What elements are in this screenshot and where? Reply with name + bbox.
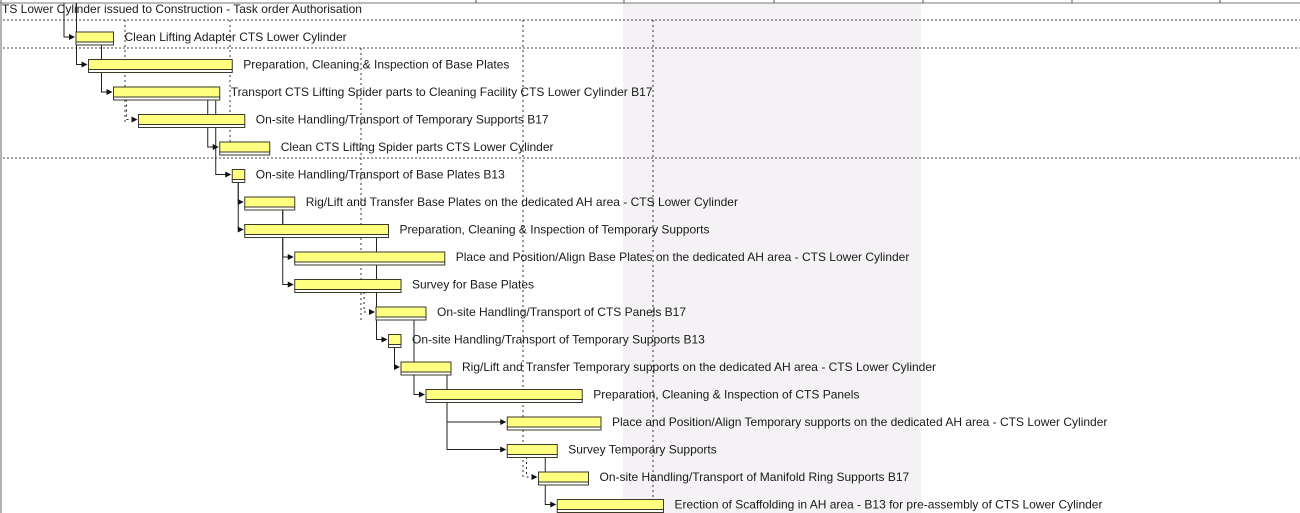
task-row[interactable]: On-site Handling/Transport of Temporary … [388, 333, 706, 348]
arrowhead-icon [287, 254, 294, 260]
task-row[interactable]: On-site Handling/Transport of Manifold R… [538, 470, 910, 486]
task-row[interactable]: Preparation, Cleaning & Inspection of Ba… [88, 58, 510, 73]
task-label: On-site Handling/Transport of Base Plate… [256, 168, 505, 182]
task-bar[interactable] [294, 279, 402, 290]
task-bar[interactable] [556, 499, 664, 510]
dependency-link [446, 373, 506, 450]
task-row[interactable]: Transport CTS Lifting Spider parts to Cl… [113, 85, 653, 101]
task-row[interactable]: Place and Position/Align Temporary suppo… [506, 415, 1107, 431]
task-row[interactable]: On-site Handling/Transport of CTS Panels… [375, 305, 686, 321]
dependency-link [215, 98, 231, 175]
task-row[interactable]: Place and Position/Align Base Plates on … [294, 250, 910, 266]
task-row[interactable]: Preparation, Cleaning & Inspection of Te… [244, 223, 710, 238]
summary-task-label[interactable]: TS Lower Cylinder issued to Construction… [2, 2, 362, 16]
task-bar[interactable] [244, 196, 296, 208]
task-label: Survey Temporary Supports [568, 443, 717, 457]
task-bar[interactable] [75, 31, 114, 43]
task-row[interactable]: Preparation, Cleaning & Inspection of CT… [425, 388, 859, 403]
task-row[interactable]: Survey for Base Plates [294, 278, 534, 293]
task-label: Preparation, Cleaning & Inspection of Ba… [243, 58, 509, 72]
task-label: Clean Lifting Adapter CTS Lower Cylinder [125, 30, 347, 44]
task-bar[interactable] [506, 444, 558, 455]
task-row[interactable]: Rig/Lift and Transfer Base Plates on the… [244, 195, 738, 211]
task-label: On-site Handling/Transport of CTS Panels… [437, 305, 686, 319]
task-label: Preparation, Cleaning & Inspection of CT… [593, 388, 859, 402]
dependency-link [237, 180, 243, 203]
task-label: Erection of Scaffolding in AH area - B13… [675, 498, 1103, 512]
task-bar[interactable] [506, 416, 602, 428]
task-label: Clean CTS Lifting Spider parts CTS Lower… [281, 140, 554, 154]
task-row[interactable]: Rig/Lift and Transfer Temporary supports… [400, 360, 936, 376]
task-label: Survey for Base Plates [412, 278, 534, 292]
task-bar[interactable] [219, 141, 271, 153]
grid-lines [3, 19, 1300, 513]
arrowhead-icon [394, 364, 400, 370]
arrowhead-icon [550, 501, 557, 508]
dependency-links [63, 3, 557, 508]
task-label: Place and Position/Align Temporary suppo… [612, 415, 1107, 429]
task-row[interactable]: Clean Lifting Adapter CTS Lower Cylinder [75, 30, 347, 46]
timescale-header [0, 0, 1300, 4]
arrowhead-icon [225, 171, 232, 178]
task-row[interactable]: On-site Handling/Transport of Temporary … [138, 113, 549, 128]
task-row[interactable]: On-site Handling/Transport of Base Plate… [231, 168, 505, 183]
dependency-link [237, 180, 243, 230]
arrowhead-icon [237, 199, 244, 205]
arrowhead-icon [69, 34, 75, 40]
task-label: On-site Handling/Transport of Temporary … [256, 113, 549, 127]
task-bar[interactable] [294, 251, 446, 263]
arrowhead-icon [287, 281, 294, 288]
task-row[interactable]: Survey Temporary Supports [506, 443, 717, 458]
arrowhead-icon [237, 226, 244, 233]
dependency-link [394, 345, 399, 368]
arrowhead-icon [106, 89, 113, 95]
arrowhead-icon [381, 336, 388, 343]
task-label: Place and Position/Align Base Plates on … [456, 250, 910, 264]
task-row[interactable]: Erection of Scaffolding in AH area - B13… [556, 498, 1103, 513]
nonworking-band [623, 3, 921, 513]
arrowhead-icon [419, 391, 425, 398]
task-bar[interactable] [388, 334, 402, 345]
task-bar[interactable] [375, 306, 427, 318]
task-bar[interactable] [88, 59, 233, 70]
dependency-link [413, 318, 424, 395]
arrowhead-icon [369, 309, 375, 315]
dependency-link [282, 208, 293, 285]
arrowhead-icon [531, 474, 538, 480]
task-row[interactable]: Clean CTS Lifting Spider parts CTS Lower… [219, 140, 554, 156]
task-bar[interactable] [244, 224, 389, 235]
task-bar[interactable] [425, 389, 583, 400]
task-label: Preparation, Cleaning & Inspection of Te… [400, 223, 710, 237]
task-bar[interactable] [538, 471, 589, 483]
task-label: Transport CTS Lifting Spider parts to Cl… [231, 85, 653, 99]
task-label: Rig/Lift and Transfer Temporary supports… [462, 360, 936, 374]
task-label: Rig/Lift and Transfer Base Plates on the… [306, 195, 738, 209]
task-bar[interactable] [113, 86, 221, 98]
task-label: On-site Handling/Transport of Manifold R… [600, 470, 910, 484]
arrowhead-icon [131, 116, 138, 123]
task-bars: Clean Lifting Adapter CTS Lower Cylinder… [75, 30, 1107, 513]
arrowhead-icon [500, 446, 507, 453]
task-bar[interactable] [138, 114, 246, 125]
arrowhead-icon [500, 419, 507, 425]
task-bar[interactable] [231, 169, 246, 180]
arrowhead-icon [81, 61, 88, 68]
task-bar[interactable] [400, 361, 452, 373]
task-label: On-site Handling/Transport of Temporary … [412, 333, 705, 347]
